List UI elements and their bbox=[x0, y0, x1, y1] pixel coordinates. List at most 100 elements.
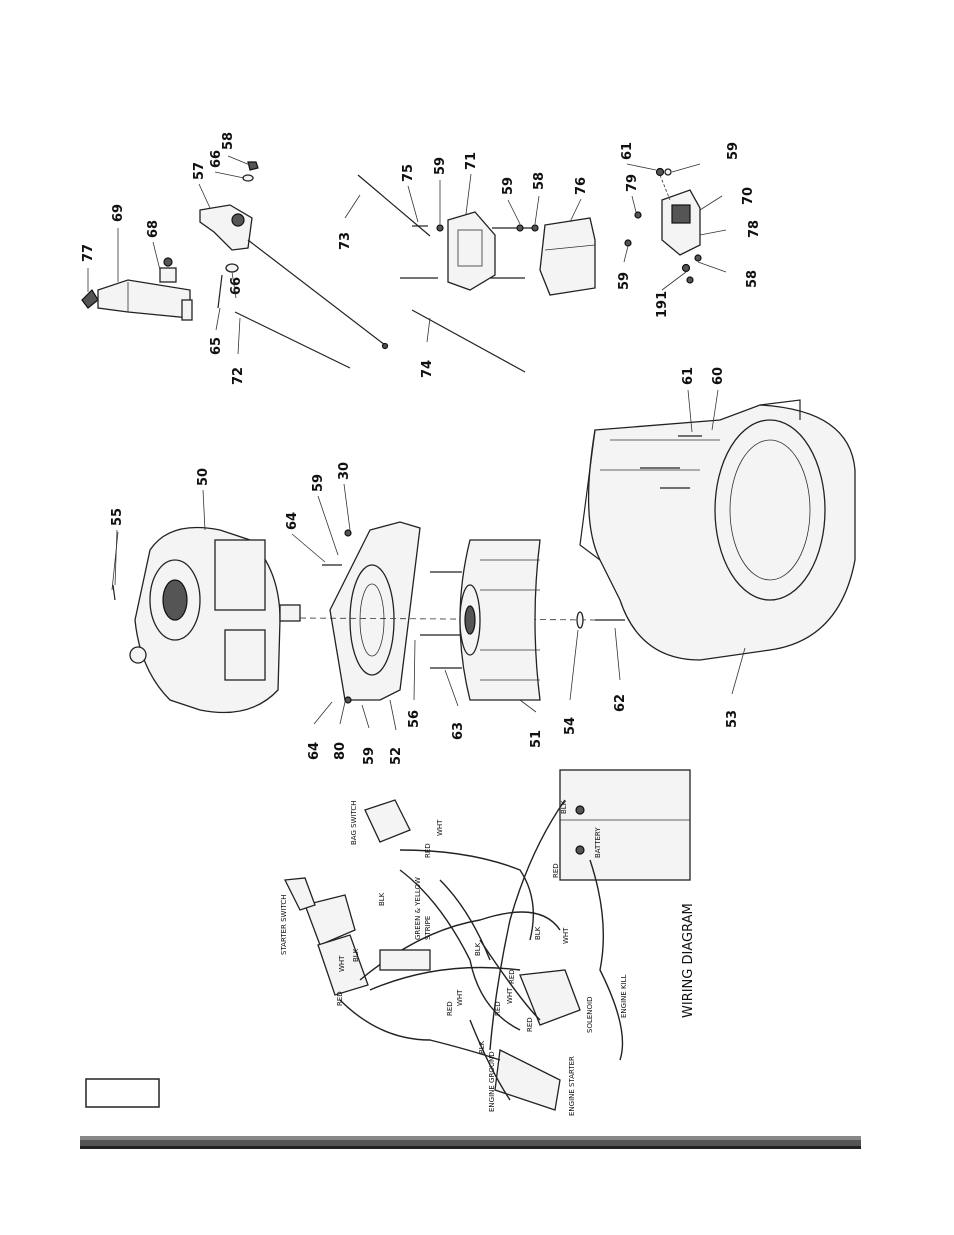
label-blk-4: BLK bbox=[534, 926, 542, 940]
part-52-plate bbox=[299, 521, 601, 701]
label-57: 57 bbox=[192, 162, 207, 180]
label-70: 70 bbox=[741, 187, 756, 205]
label-58c: 58 bbox=[745, 270, 760, 288]
label-59f: 59 bbox=[362, 747, 377, 765]
footer-bar-bottom bbox=[80, 1146, 861, 1149]
label-stripe: STRIPE bbox=[424, 916, 432, 940]
label-green-yellow: GREEN & YELLOW bbox=[414, 877, 422, 940]
label-79: 79 bbox=[625, 174, 640, 192]
wiring-labels: WIRING DIAGRAM STARTER SWITCH BAG SWITCH… bbox=[280, 800, 696, 1116]
part-73-rod bbox=[357, 174, 431, 237]
label-72: 72 bbox=[231, 367, 246, 385]
label-61a: 61 bbox=[620, 142, 635, 160]
label-wht-2: WHT bbox=[436, 819, 444, 836]
label-wht-1: WHT bbox=[338, 955, 346, 972]
label-wht-3: WHT bbox=[456, 989, 464, 1006]
label-52: 52 bbox=[389, 747, 404, 765]
label-62: 62 bbox=[613, 694, 628, 712]
control-hardware bbox=[624, 167, 702, 284]
part-58-nut-top bbox=[247, 161, 259, 171]
label-61b: 61 bbox=[681, 367, 696, 385]
label-55: 55 bbox=[110, 508, 125, 526]
label-wht-5: WHT bbox=[562, 927, 570, 944]
label-77: 77 bbox=[81, 244, 96, 262]
label-blk-5: BLK bbox=[560, 800, 568, 814]
part-76-battery-pad bbox=[539, 217, 596, 296]
label-66b: 66 bbox=[229, 277, 244, 295]
label-blk-2: BLK bbox=[352, 948, 360, 962]
part-55-pin bbox=[111, 531, 119, 601]
label-blk-3: BLK bbox=[474, 942, 482, 956]
label-red-1: RED bbox=[336, 991, 344, 1006]
label-78: 78 bbox=[747, 220, 762, 238]
label-63: 63 bbox=[451, 722, 466, 740]
label-73: 73 bbox=[338, 232, 353, 250]
label-red-5: RED bbox=[508, 969, 516, 984]
label-red-6: RED bbox=[526, 1017, 534, 1032]
leader-lines bbox=[87, 155, 746, 731]
label-80: 80 bbox=[333, 742, 348, 760]
battery-box-hardware bbox=[400, 224, 539, 279]
housing-hardware bbox=[640, 435, 702, 489]
wiring-diagram bbox=[283, 769, 691, 1111]
part-50-engine bbox=[129, 526, 301, 714]
label-blk-1: BLK bbox=[378, 892, 386, 906]
part-77-knob bbox=[81, 289, 99, 309]
label-engine-ground: ENGINE GROUND bbox=[488, 1051, 496, 1112]
part-57-throttle bbox=[199, 204, 389, 350]
label-59e: 59 bbox=[311, 474, 326, 492]
label-red-7: RED bbox=[552, 863, 560, 878]
part-51-impeller bbox=[459, 539, 541, 701]
label-191: 191 bbox=[655, 291, 670, 318]
label-53: 53 bbox=[725, 710, 740, 728]
label-red-4: RED bbox=[494, 1001, 502, 1016]
part-71-bracket bbox=[447, 211, 496, 291]
label-60: 60 bbox=[711, 367, 726, 385]
label-71: 71 bbox=[464, 152, 479, 170]
part-68-bracket bbox=[159, 257, 177, 283]
label-30: 30 bbox=[337, 462, 352, 480]
label-solenoid: SOLENOID bbox=[586, 997, 594, 1033]
label-battery: BATTERY bbox=[594, 827, 602, 858]
label-64a: 64 bbox=[285, 512, 300, 530]
label-66a: 66 bbox=[209, 150, 224, 168]
label-red-2: RED bbox=[424, 843, 432, 858]
part-66-washer-low bbox=[225, 263, 239, 273]
label-red-3: RED bbox=[446, 1001, 454, 1016]
label-76: 76 bbox=[574, 177, 589, 195]
label-58a: 58 bbox=[221, 132, 236, 150]
label-54: 54 bbox=[563, 717, 578, 735]
label-wht-4: WHT bbox=[506, 987, 514, 1004]
label-59d: 59 bbox=[617, 272, 632, 290]
label-blk-6: BLK bbox=[478, 1040, 486, 1054]
page-number-box bbox=[85, 1078, 160, 1108]
label-56: 56 bbox=[407, 710, 422, 728]
label-starter-switch: STARTER SWITCH bbox=[280, 894, 288, 955]
label-engine-starter: ENGINE STARTER bbox=[568, 1056, 576, 1116]
label-68: 68 bbox=[146, 220, 161, 238]
label-59b: 59 bbox=[501, 177, 516, 195]
label-59a: 59 bbox=[433, 157, 448, 175]
part-70-78-bracket bbox=[659, 174, 701, 256]
label-engine-kill: ENGINE KILL bbox=[620, 974, 628, 1018]
label-75: 75 bbox=[401, 164, 416, 182]
label-64b: 64 bbox=[307, 742, 322, 760]
part-74-rod bbox=[411, 309, 526, 373]
label-51: 51 bbox=[529, 730, 544, 748]
footer-bar-mid bbox=[80, 1140, 861, 1146]
part-65-bolt bbox=[217, 274, 223, 309]
impeller-hardware bbox=[576, 611, 625, 629]
label-50: 50 bbox=[196, 468, 211, 486]
label-74: 74 bbox=[420, 360, 435, 378]
part-labels: 77 69 68 57 66 58 66 65 72 73 75 59 71 5… bbox=[81, 132, 762, 765]
label-69: 69 bbox=[111, 204, 126, 222]
label-65: 65 bbox=[209, 337, 224, 355]
footer-bar-top bbox=[80, 1136, 861, 1140]
part-66-washer-top bbox=[242, 174, 254, 182]
label-58b: 58 bbox=[532, 172, 547, 190]
part-69-tube bbox=[97, 279, 193, 321]
part-72-rod bbox=[234, 311, 351, 369]
label-bag-switch: BAG SWITCH bbox=[350, 800, 358, 845]
wiring-title: WIRING DIAGRAM bbox=[681, 903, 696, 1018]
